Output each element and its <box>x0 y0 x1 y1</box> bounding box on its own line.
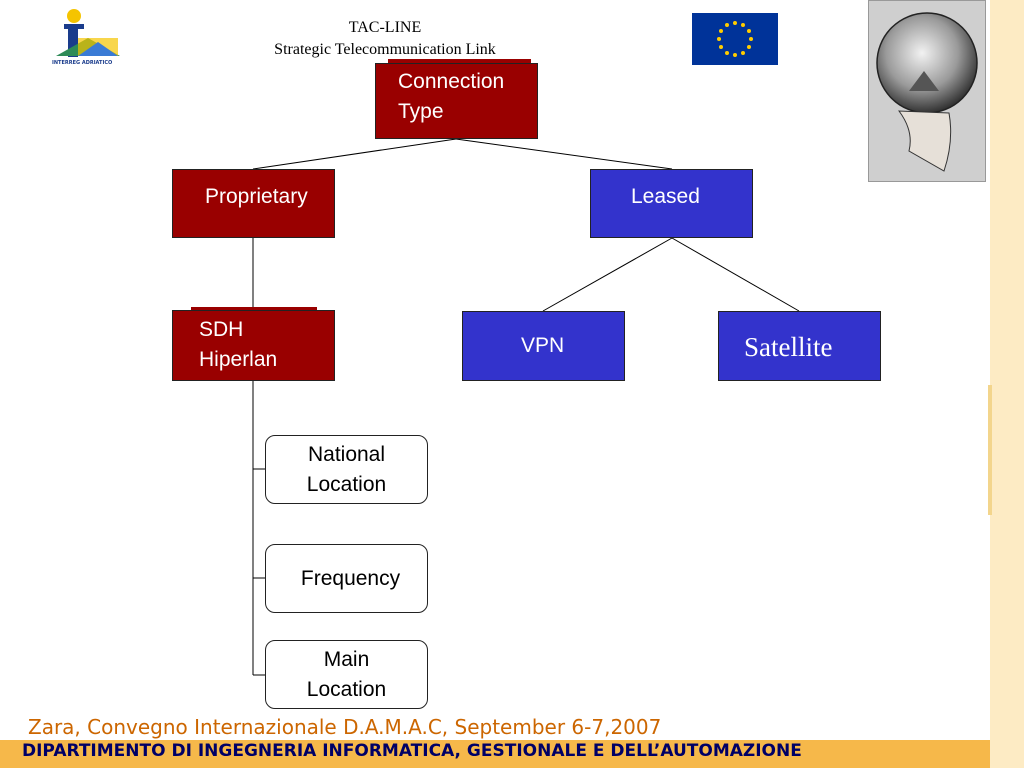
right-decorative-strip <box>990 0 1024 768</box>
satellite-label: Satellite <box>744 332 833 362</box>
page-title: TAC-LINE <box>348 19 422 36</box>
frequency-label: Frequency <box>300 567 401 590</box>
connector-leased-satellite <box>671 237 800 312</box>
proprietary-node: Proprietary <box>172 169 335 238</box>
main-label-line1: Main <box>323 648 370 671</box>
main-label-line2: Location <box>306 678 387 701</box>
connection-type-label-line2: Type <box>398 100 444 123</box>
sdh-label-line1: SDH <box>199 318 244 341</box>
vpn-label: VPN <box>521 334 565 357</box>
main-location-node: Main Location <box>265 640 428 709</box>
connection-type-box-tab <box>388 59 531 65</box>
frequency-node: Frequency <box>265 544 428 613</box>
eu-flag-logo <box>692 13 778 65</box>
sdh-hiperlan-node: SDH Hiperlan <box>172 310 335 381</box>
national-location-node: National Location <box>265 435 428 504</box>
event-caption: Zara, Convegno Internazionale D.A.M.A.C,… <box>28 715 662 739</box>
connection-type-node: Connection Type <box>375 63 538 139</box>
national-label-line2: Location <box>306 473 387 496</box>
vpn-node: VPN <box>462 311 625 381</box>
header: TAC-LINE Strategic Telecommunication Lin… <box>230 17 540 61</box>
interreg-logo: INTERREG ADRIATICO <box>48 8 128 72</box>
right-strip-accent <box>988 385 992 515</box>
connection-type-label-line1: Connection <box>398 70 505 93</box>
proprietary-label: Proprietary <box>205 185 308 208</box>
connector-root-leased <box>455 138 673 170</box>
connector-root-proprietary <box>252 138 457 170</box>
satellite-node: Satellite <box>718 311 881 381</box>
sdh-label-line2: Hiperlan <box>199 348 278 371</box>
footer-bar <box>0 740 990 768</box>
interreg-logo-text: INTERREG ADRIATICO <box>52 60 113 66</box>
national-label-line1: National <box>307 443 386 466</box>
page-subtitle: Strategic Telecommunication Link <box>274 41 496 58</box>
diagram-connectors <box>252 138 800 676</box>
escher-sphere-image <box>868 0 986 182</box>
department-caption: DIPARTIMENTO DI INGEGNERIA INFORMATICA, … <box>22 741 802 761</box>
leased-label: Leased <box>631 185 700 208</box>
leased-node: Leased <box>590 169 753 238</box>
connector-leased-vpn <box>542 237 673 312</box>
